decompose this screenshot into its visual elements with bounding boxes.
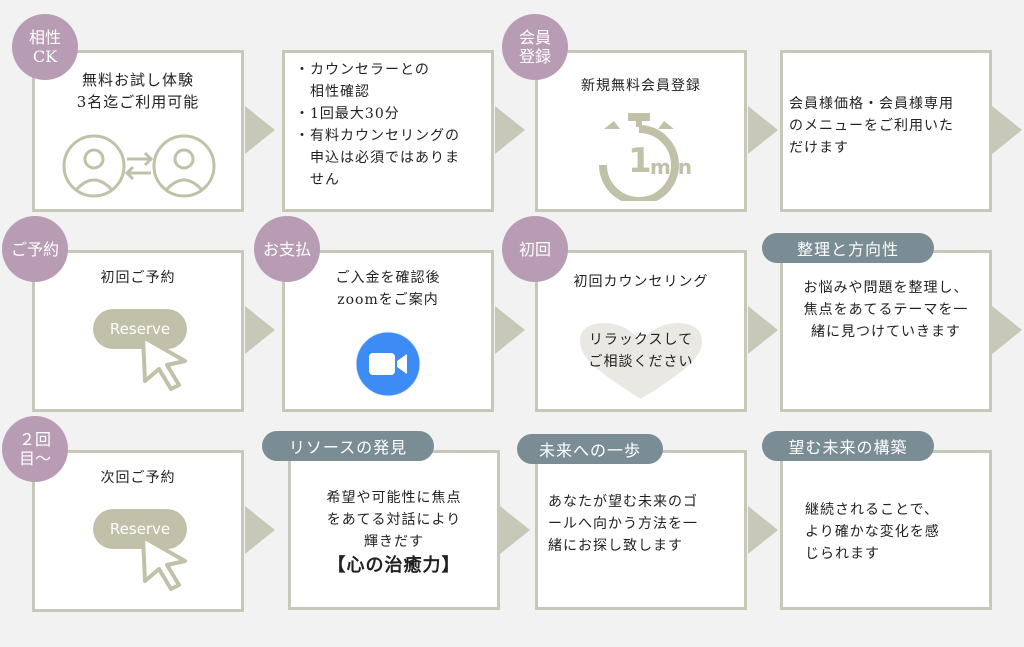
flow-arrow bbox=[245, 506, 275, 554]
person-exchange-icon bbox=[62, 134, 216, 198]
counselor-check-bullets: ・カウンセラーとの 相性確認 ・1回最大30分 ・有料カウンセリングの 申込は必… bbox=[295, 59, 490, 191]
badge-registration: 会員 登録 bbox=[502, 14, 568, 80]
pill-organize-direction: 整理と方向性 bbox=[762, 233, 934, 263]
stopwatch-icon: 1 min bbox=[584, 111, 694, 205]
step-box-first-reserve: 初回ご予約 Reserve bbox=[32, 250, 244, 412]
reserve-button[interactable]: Reserve bbox=[93, 309, 187, 349]
future-step-text: あなたが望む未来のゴ ールへ向かう方法を一 緒にお探し致します bbox=[548, 494, 698, 554]
stopwatch-number: 1 bbox=[628, 141, 652, 181]
badge-payment: お支払 bbox=[254, 216, 320, 282]
pill-resource-discovery: リソースの発見 bbox=[262, 431, 434, 461]
step-box-counselor-check: ・カウンセラーとの 相性確認 ・1回最大30分 ・有料カウンセリングの 申込は必… bbox=[282, 50, 494, 212]
cursor-arrow-icon bbox=[141, 335, 187, 391]
heart-text: リラックスして ご相談ください bbox=[588, 332, 694, 370]
flow-arrow bbox=[748, 106, 778, 154]
registration-text: 新規無料会員登録 bbox=[581, 78, 701, 94]
badge-compat-check: 相性 CK bbox=[12, 14, 78, 80]
payment-text: ご入金を確認後 zoomをご案内 bbox=[335, 270, 441, 308]
flow-arrow bbox=[495, 306, 525, 354]
first-counseling-text: 初回カウンセリング bbox=[573, 274, 709, 290]
first-reserve-text: 初回ご予約 bbox=[100, 270, 176, 286]
resource-emphasis: 【心の治癒力】 bbox=[327, 555, 461, 576]
reserve-button[interactable]: Reserve bbox=[93, 509, 187, 549]
flow-arrow bbox=[245, 306, 275, 354]
trial-text: 無料お試し体験 3名迄ご利用可能 bbox=[76, 71, 200, 111]
flow-arrow bbox=[748, 506, 778, 554]
stopwatch-unit: min bbox=[650, 155, 692, 179]
flow-arrow bbox=[748, 306, 778, 354]
heart-icon bbox=[580, 323, 702, 399]
bullet-item: ・1回最大30分 bbox=[295, 106, 400, 122]
step-box-future-step: あなたが望む未来のゴ ールへ向かう方法を一 緒にお探し致します bbox=[535, 450, 747, 610]
flow-arrow bbox=[992, 306, 1022, 354]
step-box-registration: 新規無料会員登録 1 min bbox=[535, 50, 747, 212]
bullet-item: ・カウンセラーとの 相性確認 bbox=[295, 62, 430, 100]
pill-future-step: 未来への一歩 bbox=[517, 434, 663, 464]
bullet-item: ・有料カウンセリングの 申込は必須ではありま せん bbox=[295, 128, 460, 188]
member-benefit-text: 会員様価格・会員様専用 のメニューをご利用いた だけます bbox=[789, 96, 954, 156]
resource-text: 希望や可能性に焦点 をあてる対話により 輝きだす bbox=[326, 490, 462, 550]
next-reserve-text: 次回ご予約 bbox=[100, 470, 176, 486]
step-box-resource: 希望や可能性に焦点 をあてる対話により 輝きだす 【心の治癒力】 bbox=[288, 450, 500, 610]
step-box-next-reserve: 次回ご予約 Reserve bbox=[32, 450, 244, 612]
flow-arrow bbox=[245, 106, 275, 154]
badge-first-session: 初回 bbox=[502, 216, 568, 282]
organize-text: お悩みや問題を整理し、 焦点をあてるテーマを一 緒に見つけていきます bbox=[803, 280, 969, 340]
zoom-video-icon bbox=[355, 331, 421, 397]
step-box-trial: 無料お試し体験 3名迄ご利用可能 bbox=[32, 50, 244, 212]
badge-second-onward: ２回 目～ bbox=[2, 416, 68, 482]
step-box-first-counseling: 初回カウンセリング リラックスして ご相談ください bbox=[535, 250, 747, 412]
step-box-member-benefit: 会員様価格・会員様専用 のメニューをご利用いた だけます bbox=[780, 50, 992, 212]
flow-arrow bbox=[495, 106, 525, 154]
step-box-organize: お悩みや問題を整理し、 焦点をあてるテーマを一 緒に見つけていきます bbox=[780, 250, 992, 412]
step-box-future-build: 継続されることで、 より確かな変化を感 じられます bbox=[780, 450, 992, 610]
future-build-text: 継続されることで、 より確かな変化を感 じられます bbox=[805, 502, 940, 562]
cursor-arrow-icon bbox=[141, 535, 187, 591]
badge-reservation: ご予約 bbox=[2, 216, 68, 282]
flow-arrow bbox=[992, 106, 1022, 154]
flow-arrow bbox=[500, 506, 530, 554]
pill-future-build: 望む未来の構築 bbox=[762, 431, 934, 461]
step-box-payment: ご入金を確認後 zoomをご案内 bbox=[282, 250, 494, 412]
